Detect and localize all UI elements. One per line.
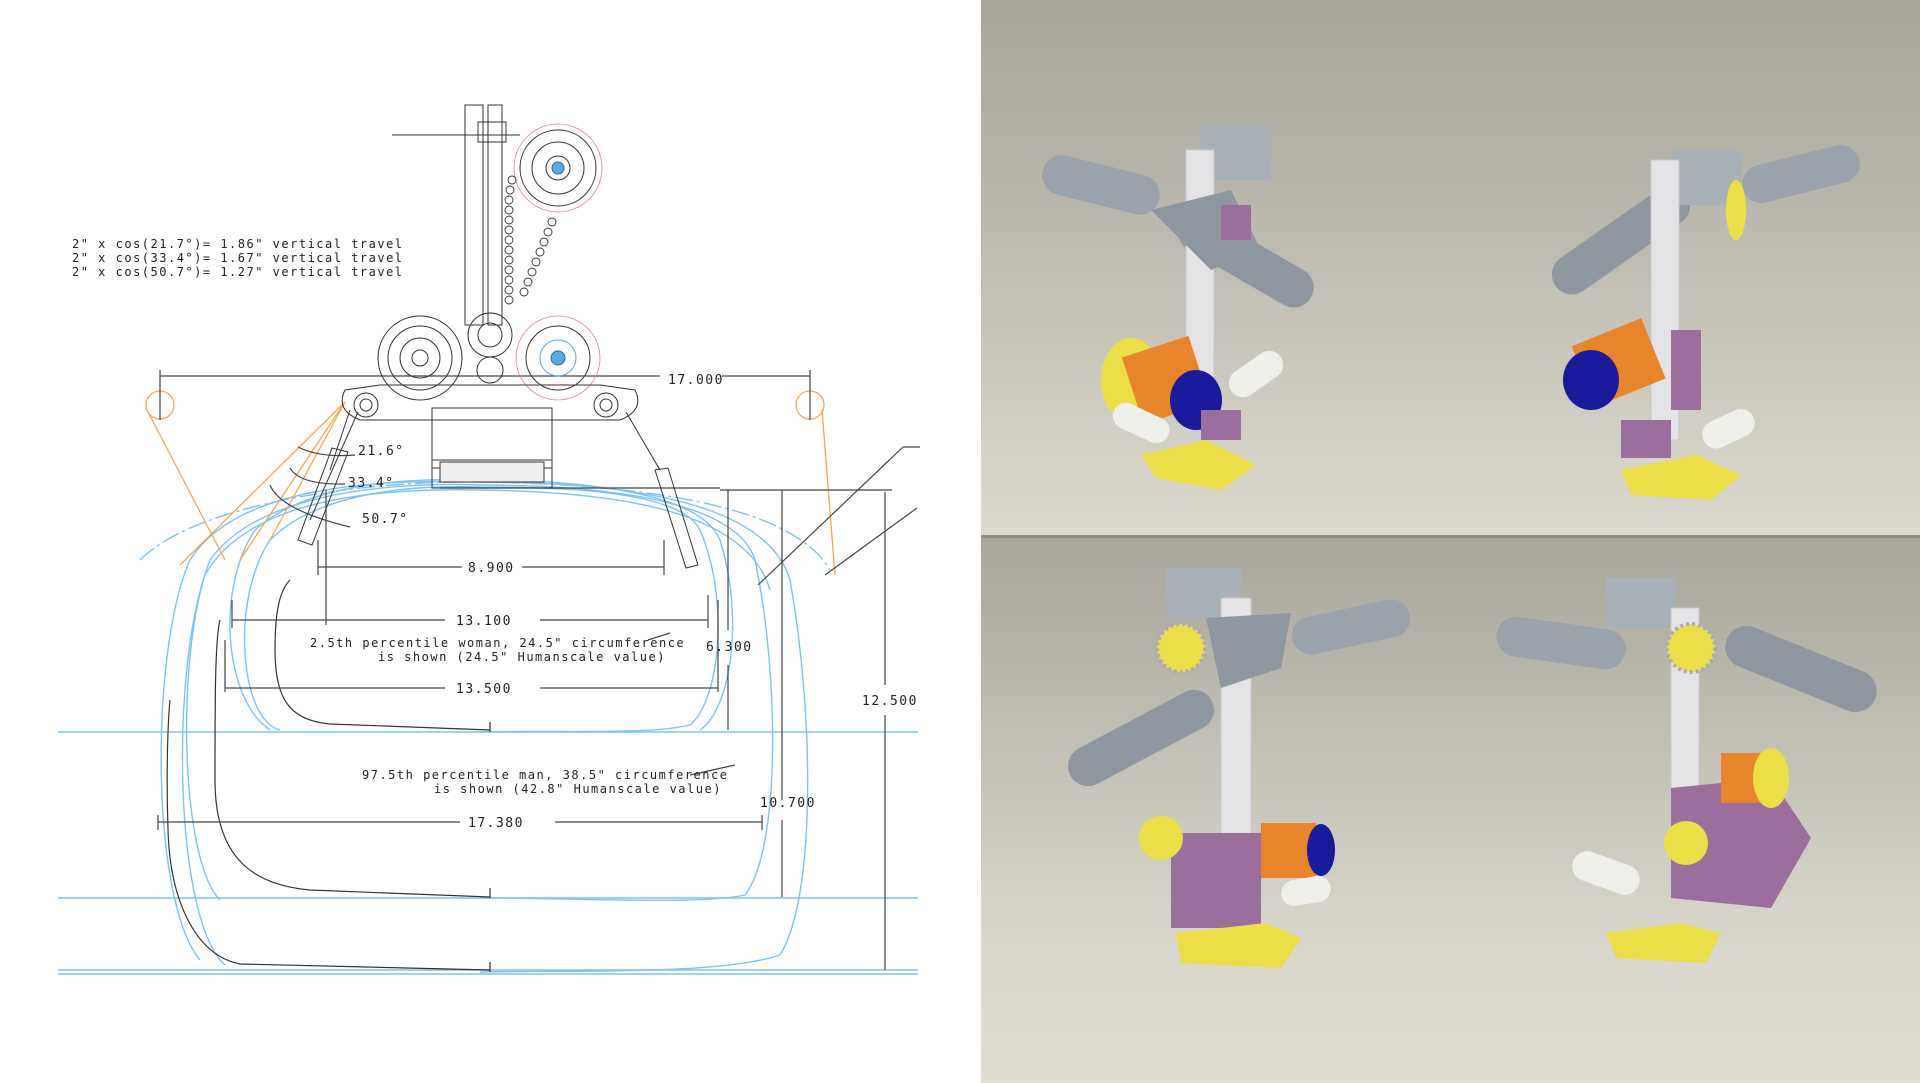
angle-label-1: 21.6° [358, 444, 405, 459]
formula-line-3: 2" x cos(50.7°)= 1.27" vertical travel [72, 265, 404, 279]
dim-woman-outer-width: 13.500 [456, 682, 512, 697]
man-annotation-line-1: 97.5th percentile man, 38.5" circumferen… [362, 768, 728, 782]
dim-woman-width: 13.100 [456, 614, 512, 629]
man-annotation-line-2: is shown (42.8" Humanscale value) [434, 782, 722, 796]
dim-man-width: 17.380 [468, 816, 524, 831]
render-grid [981, 0, 1920, 1083]
woman-annotation-line-1: 2.5th percentile woman, 24.5" circumfere… [310, 636, 685, 650]
technical-drawing-panel: 2" x cos(21.7°)= 1.86" vertical travel 2… [58, 104, 920, 975]
woman-annotation-line-2: is shown (24.5" Humanscale value) [378, 650, 666, 664]
dim-inner-width: 8.900 [468, 561, 515, 576]
angle-label-2: 33.4° [348, 476, 395, 491]
chain [504, 175, 557, 305]
formula-line-2: 2" x cos(33.4°)= 1.67" vertical travel [72, 251, 404, 265]
dimension-lines [157, 370, 920, 970]
render-view-rear-right [1551, 145, 1860, 500]
cable-lines [145, 390, 836, 576]
render-row-bottom [1068, 568, 1877, 968]
render-view-rear-lower [1496, 578, 1877, 963]
dim-top-span: 17.000 [668, 373, 724, 388]
render-panel-bottom [981, 535, 1920, 1083]
formula-line-1: 2" x cos(21.7°)= 1.86" vertical travel [72, 237, 404, 251]
mechanism-assembly [297, 104, 699, 569]
dim-woman-height: 6.300 [706, 640, 753, 655]
cad-drawing: 2" x cos(21.7°)= 1.86" vertical travel 2… [58, 104, 920, 975]
render-view-front-lower [1068, 568, 1411, 968]
dim-man-height: 10.700 [760, 796, 816, 811]
render-row-top [1042, 125, 1860, 500]
angle-label-3: 50.7° [362, 512, 409, 527]
dim-overall-height: 12.500 [862, 694, 918, 709]
render-panel-top [981, 0, 1920, 535]
render-view-front-left [1042, 125, 1314, 490]
seat-outlines [166, 579, 491, 972]
formula-block: 2" x cos(21.7°)= 1.86" vertical travel 2… [72, 237, 404, 279]
